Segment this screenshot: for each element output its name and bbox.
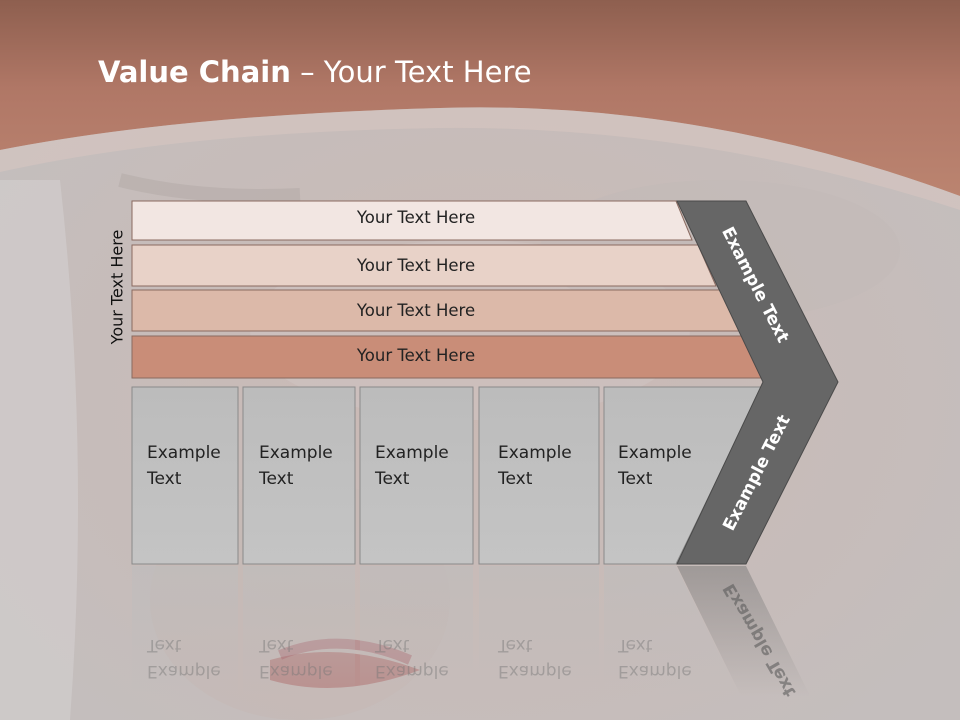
bar-4-label: Your Text Here <box>356 346 476 365</box>
box-5-line1: Example <box>618 443 692 463</box>
box-2-shape <box>242 386 356 565</box>
box-2-reflection-line2: Text <box>259 635 294 655</box>
box-2-reflection-line1: Example <box>259 661 333 681</box>
box-3-reflection: Example Text <box>375 632 449 684</box>
box-4-line1: Example <box>498 443 572 463</box>
box-4-reflection-line2: Text <box>498 635 533 655</box>
title-bold: Value Chain <box>98 55 291 89</box>
box-4-reflection-line1: Example <box>498 661 572 681</box>
bar-1-shape <box>131 200 693 241</box>
box-1-reflection: Example Text <box>147 632 221 684</box>
box-5-reflection-line2: Text <box>618 635 653 655</box>
box-5-shape <box>603 386 763 565</box>
box-1-reflection-line1: Example <box>147 661 221 681</box>
box-2-line2: Text <box>259 469 294 489</box>
box-2-reflection: Example Text <box>259 632 333 684</box>
box-2-label: Example Text <box>259 440 333 492</box>
bar-1-label: Your Text Here <box>356 208 476 227</box>
box-3-shape <box>359 386 474 565</box>
box-1-label: Example Text <box>147 440 221 492</box>
box-5-reflection-line1: Example <box>618 661 692 681</box>
box-3-line2: Text <box>375 469 410 489</box>
box-1-line2: Text <box>147 469 182 489</box>
box-5-label: Example Text <box>618 440 692 492</box>
box-1-shape <box>131 386 239 565</box>
box-4-line2: Text <box>498 469 533 489</box>
chevron-shape <box>676 200 839 565</box>
box-5-line2: Text <box>618 469 653 489</box>
box-1-reflection-line2: Text <box>147 635 182 655</box>
title-rest: – Your Text Here <box>290 55 532 89</box>
box-2-line1: Example <box>259 443 333 463</box>
box-4-reflection: Example Text <box>498 632 572 684</box>
box-3-reflection-line1: Example <box>375 661 449 681</box>
box-5-reflection: Example Text <box>618 632 692 684</box>
side-label: Your Text Here <box>107 229 127 345</box>
box-1-line1: Example <box>147 443 221 463</box>
box-3-line1: Example <box>375 443 449 463</box>
box-4-shape <box>478 386 600 565</box>
bar-2-shape <box>131 244 717 287</box>
bar-3-label: Your Text Here <box>356 301 476 320</box>
box-3-reflection-line2: Text <box>375 635 410 655</box>
bar-2-label: Your Text Here <box>356 256 476 275</box>
slide-title: Value Chain – Your Text Here <box>98 55 532 89</box>
box-4-label: Example Text <box>498 440 572 492</box>
box-3-label: Example Text <box>375 440 449 492</box>
